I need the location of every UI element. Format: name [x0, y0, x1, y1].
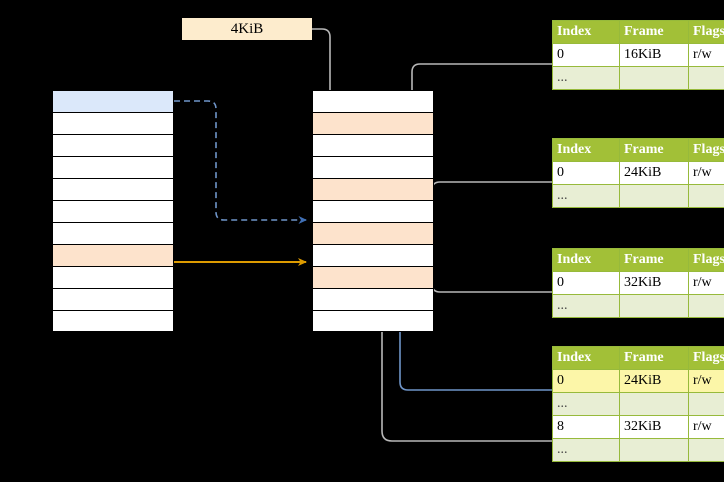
- virtual-page-cell-4: [52, 178, 174, 200]
- cell-flags: [688, 392, 724, 416]
- table-row: ...: [552, 438, 724, 462]
- virtual-page-cell-10: [52, 310, 174, 332]
- table-row: ...: [552, 66, 724, 90]
- table-row: ...: [552, 294, 724, 318]
- virtual-page-cell-2: [52, 134, 174, 156]
- cell-frame: [619, 294, 689, 318]
- cell-flags: r/w: [688, 415, 724, 439]
- cell-index: ...: [552, 438, 620, 462]
- cell-flags: r/w: [688, 271, 724, 295]
- virtual-page-cell-5: [52, 200, 174, 222]
- cell-frame: 16KiB: [619, 43, 689, 67]
- cell-flags: [688, 294, 724, 318]
- physical-frame-cell-2: [312, 134, 434, 156]
- physical-frame-cell-4: [312, 178, 434, 200]
- wire-tag-to-level4: [312, 28, 336, 113]
- cell-frame: 24KiB: [619, 161, 689, 185]
- cell-frame: 32KiB: [619, 271, 689, 295]
- physical-frame-cell-0: [312, 90, 434, 112]
- cell-index: ...: [552, 294, 620, 318]
- cell-flags: r/w: [688, 369, 724, 393]
- column-header-index: Index: [552, 138, 620, 162]
- physical-frame-cell-3: [312, 156, 434, 178]
- wire-level1-row8-to-physmem: [381, 268, 552, 442]
- column-header-index: Index: [552, 346, 620, 370]
- physical-frame-cell-1: [312, 112, 434, 134]
- column-header-frame: Frame: [619, 248, 689, 272]
- column-header-frame: Frame: [619, 138, 689, 162]
- cell-frame: 24KiB: [619, 369, 689, 393]
- virtual-page-cell-3: [52, 156, 174, 178]
- column-header-flags: Flags: [688, 248, 724, 272]
- table-row: ...: [552, 184, 724, 208]
- page-size-tag: 4KiB: [182, 18, 312, 40]
- virtual-page-cell-0: [52, 90, 174, 112]
- cell-flags: r/w: [688, 43, 724, 67]
- cell-frame: [619, 66, 689, 90]
- column-header-index: Index: [552, 20, 620, 44]
- column-header-frame: Frame: [619, 20, 689, 44]
- cell-index: ...: [552, 392, 620, 416]
- physical-frame-cell-7: [312, 244, 434, 266]
- cell-flags: [688, 66, 724, 90]
- cell-index: 0: [552, 43, 620, 67]
- virtual-page-cell-8: [52, 266, 174, 288]
- column-header-frame: Frame: [619, 346, 689, 370]
- virtual-address-space-column: [52, 90, 174, 332]
- wire-virtual-to-physical-dashed: [174, 100, 307, 224]
- column-header-index: Index: [552, 248, 620, 272]
- cell-index: ...: [552, 66, 620, 90]
- cell-flags: r/w: [688, 161, 724, 185]
- physical-frame-cell-5: [312, 200, 434, 222]
- virtual-page-cell-9: [52, 288, 174, 310]
- cell-flags: [688, 438, 724, 462]
- wire-level4-to-physmem: [411, 63, 552, 179]
- column-header-flags: Flags: [688, 20, 724, 44]
- cell-frame: 32KiB: [619, 415, 689, 439]
- virtual-page-cell-1: [52, 112, 174, 134]
- column-header-flags: Flags: [688, 346, 724, 370]
- cell-index: 0: [552, 369, 620, 393]
- virtual-page-cell-7: [52, 244, 174, 266]
- cell-flags: [688, 184, 724, 208]
- cell-index: ...: [552, 184, 620, 208]
- cell-index: 0: [552, 271, 620, 295]
- cell-frame: [619, 438, 689, 462]
- physical-address-space-column: [312, 90, 434, 332]
- wire-level1-row0-to-physmem: [399, 223, 552, 391]
- virtual-page-cell-6: [52, 222, 174, 244]
- cell-index: 0: [552, 161, 620, 185]
- physical-frame-cell-6: [312, 222, 434, 244]
- physical-frame-cell-9: [312, 288, 434, 310]
- table-row: ...: [552, 392, 724, 416]
- cell-index: 8: [552, 415, 620, 439]
- cell-frame: [619, 392, 689, 416]
- cell-frame: [619, 184, 689, 208]
- physical-frame-cell-8: [312, 266, 434, 288]
- physical-frame-cell-10: [312, 310, 434, 332]
- column-header-flags: Flags: [688, 138, 724, 162]
